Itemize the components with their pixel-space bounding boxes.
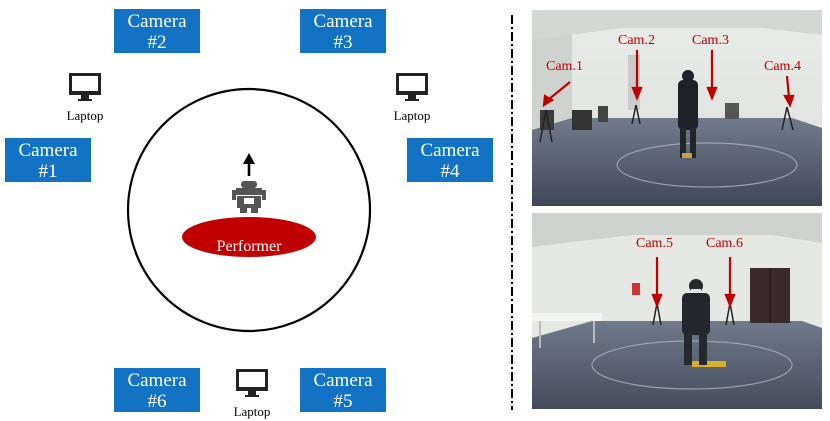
camera-4-label: Camera (420, 140, 480, 161)
performer-ellipse (182, 217, 316, 257)
laptop-icon (69, 73, 101, 101)
laptop-bottom-label: Laptop (233, 404, 271, 419)
photo-top-label-2: Cam.2 (618, 33, 655, 48)
photo-bottom-label-5: Cam.5 (636, 236, 673, 251)
camera-5-number: #5 (333, 391, 353, 412)
camera-3-box: Camera #3 (300, 9, 386, 53)
camera-2-label: Camera (127, 11, 187, 32)
camera-5-box: Camera #5 (300, 368, 386, 412)
camera-3-label: Camera (313, 11, 373, 32)
performer-icon (232, 181, 266, 213)
laptop-left-label: Laptop (66, 108, 104, 123)
laptop-icon (396, 73, 428, 101)
photo-bottom-scene: Cam.5 Cam.6 (532, 213, 822, 409)
photo-top: Cam.1 Cam.2 Cam.3 Cam.4 (532, 10, 822, 206)
camera-6-box: Camera #6 (114, 368, 200, 412)
camera-2-box: Camera #2 (114, 9, 200, 53)
laptop-right: Laptop (382, 72, 442, 124)
facing-arrow-icon (243, 153, 255, 176)
photo-top-label-1: Cam.1 (546, 59, 583, 74)
laptop-left: Laptop (55, 72, 115, 124)
photo-bottom: Cam.5 Cam.6 (532, 213, 822, 409)
camera-1-label: Camera (18, 140, 78, 161)
laptop-right-label: Laptop (393, 108, 431, 123)
stage-circle (126, 87, 372, 333)
photo-bottom-label-6: Cam.6 (706, 236, 743, 251)
camera-1-box: Camera #1 (5, 138, 91, 182)
photo-top-label-3: Cam.3 (692, 33, 729, 48)
laptop-icon (236, 369, 268, 397)
camera-4-number: #4 (440, 161, 460, 182)
photo-top-label-4: Cam.4 (764, 59, 801, 74)
camera-4-box: Camera #4 (407, 138, 493, 182)
camera-2-number: #2 (147, 32, 167, 53)
camera-6-number: #6 (147, 391, 167, 412)
camera-6-label: Camera (127, 370, 187, 391)
photo-top-scene: Cam.1 Cam.2 Cam.3 Cam.4 (532, 10, 822, 206)
camera-1-number: #1 (38, 161, 58, 182)
camera-3-number: #3 (333, 32, 353, 53)
performer-label: Performer (216, 238, 282, 255)
laptop-bottom: Laptop (222, 368, 282, 420)
camera-5-label: Camera (313, 370, 373, 391)
